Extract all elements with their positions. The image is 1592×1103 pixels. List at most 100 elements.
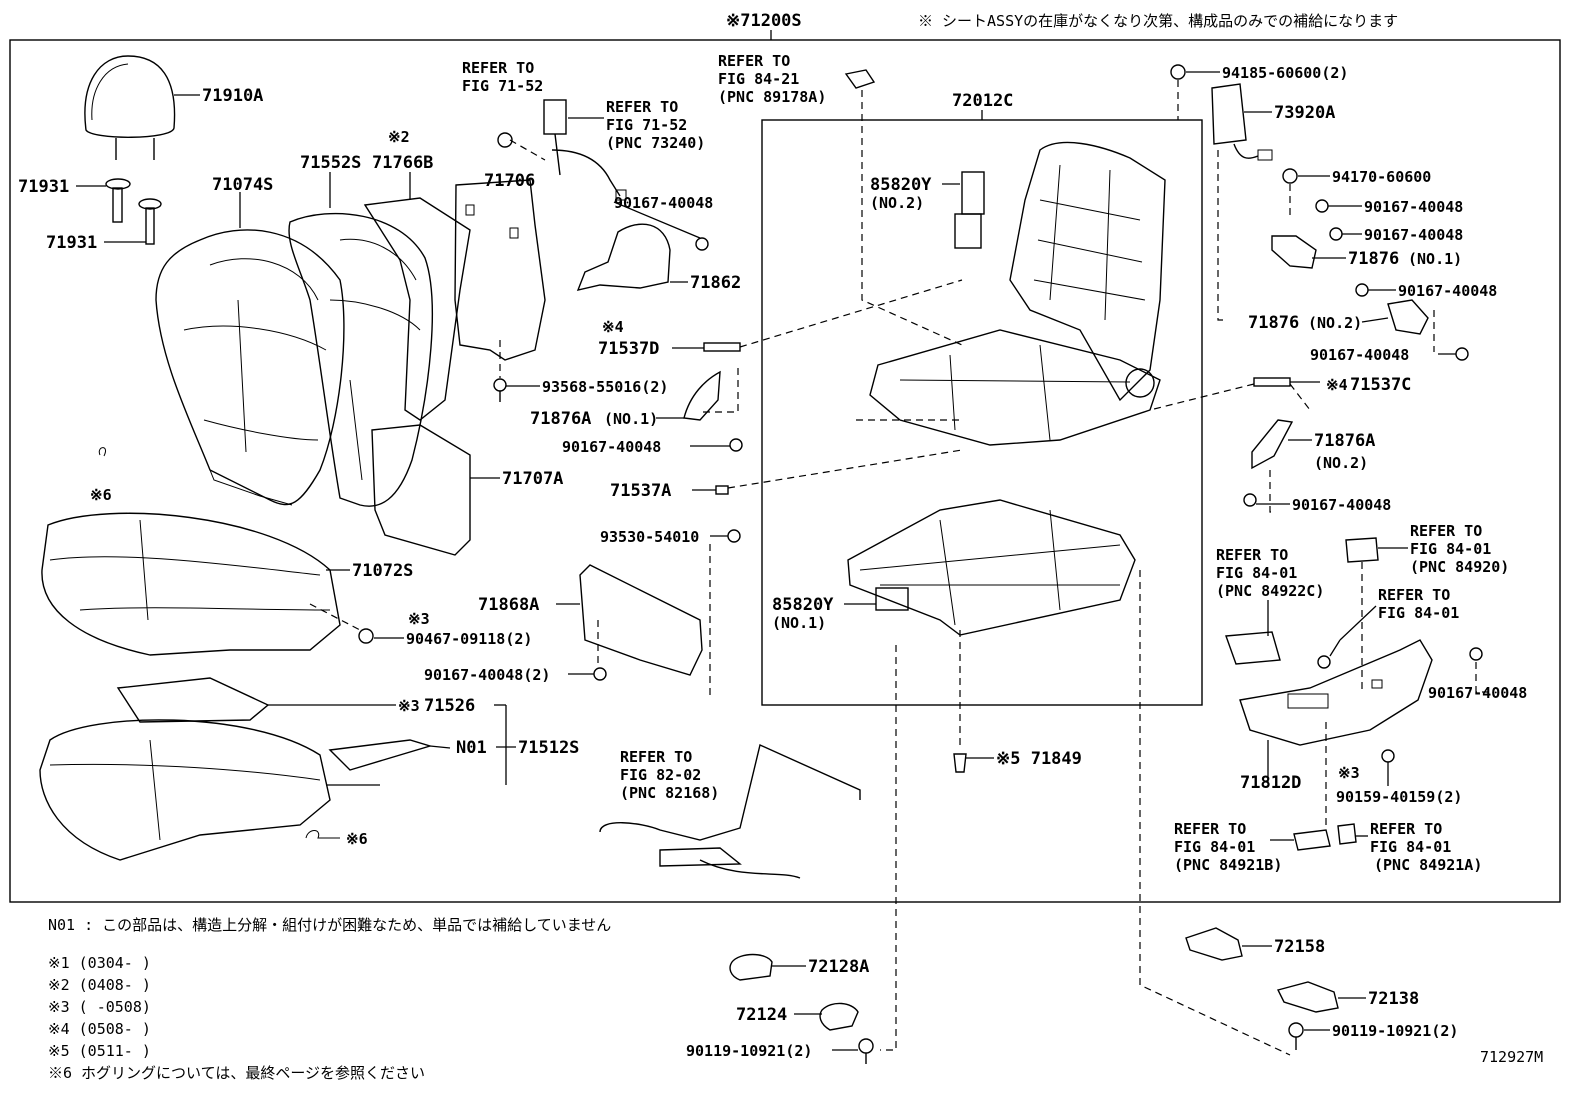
hog-ring-icon (305, 830, 340, 839)
label-93568: 93568-55016(2) (542, 378, 668, 396)
ref-84920-line2: FIG 84-01 (1410, 540, 1491, 558)
label-90167-40048-f: 90167-40048 (1310, 346, 1409, 364)
label-71707A: 71707A (502, 469, 563, 489)
label-71876A-2-sub: (NO.2) (1314, 454, 1368, 472)
figure-id: 712927M (1480, 1048, 1543, 1066)
cover-71537D-drawing (703, 342, 741, 352)
label-71537D: 71537D (598, 339, 659, 359)
label-90467-mark: ※3 (408, 610, 430, 628)
label-71537A: 71537A (610, 481, 671, 501)
label-72138: 72138 (1368, 989, 1419, 1009)
ref-84922C-line3: (PNC 84922C) (1216, 582, 1324, 600)
ref-84-21-line2: FIG 84-21 (718, 70, 799, 88)
ref-84920-line3: (PNC 84920) (1410, 558, 1509, 576)
seatback-cover-drawing (155, 229, 345, 506)
supply-note: ※ シートASSYの在庫がなくなり次第、構成品のみでの補給になります (918, 12, 1398, 30)
label-72124: 72124 (736, 1005, 787, 1025)
back-board-drawing (454, 179, 546, 361)
cover-72128A-drawing (729, 953, 773, 981)
grommet-drawing (497, 132, 513, 148)
headrest-support-drawing (105, 178, 162, 245)
ref-84920-line1: REFER TO (1410, 522, 1482, 540)
screw-drawing (1317, 655, 1331, 669)
label-72012C: 72012C (952, 91, 1013, 111)
label-85820Y-1: 85820Y (772, 595, 834, 615)
label-90167-40048-h: 90167-40048 (1428, 684, 1527, 702)
label-72128A: 72128A (808, 957, 869, 977)
bolt-drawing (1315, 199, 1329, 213)
bolt-drawing (1288, 1022, 1304, 1038)
label-71552S: 71552S (300, 153, 361, 173)
label-71526: 71526 (424, 696, 475, 716)
motor-2-drawing (954, 171, 985, 249)
bolt-drawing (858, 1038, 874, 1054)
label-90159-mark: ※3 (1338, 764, 1360, 782)
label-93530: 93530-54010 (600, 528, 699, 546)
label-71849: ※5 71849 (996, 749, 1082, 769)
label-71537D-mark: ※4 (602, 318, 624, 336)
cover-71876-1-drawing (1271, 235, 1317, 269)
label-71931-a: 71931 (18, 177, 69, 197)
note-mark3: ※3 ( -0508) (48, 998, 151, 1016)
ref-84-01-line2: FIG 84-01 (1378, 604, 1459, 622)
label-71812D: 71812D (1240, 773, 1301, 793)
bolt-drawing (1355, 283, 1369, 297)
motor-1-drawing (875, 587, 909, 611)
ref-84921A-line3: (PNC 84921A) (1374, 856, 1482, 874)
label-73920A: 73920A (1274, 103, 1335, 123)
screw-drawing (493, 378, 507, 392)
label-71074S: 71074S (212, 175, 273, 195)
bolt-drawing (695, 237, 709, 251)
ref-82-02-line1: REFER TO (620, 748, 692, 766)
ref-82-02-line3: (PNC 82168) (620, 784, 719, 802)
ref-82-02-line2: FIG 82-02 (620, 766, 701, 784)
label-71876-2-sub: (NO.2) (1308, 314, 1362, 332)
seat-heater-drawing (328, 739, 433, 771)
label-71868A: 71868A (478, 595, 539, 615)
label-94170: 94170-60600 (1332, 168, 1431, 186)
diagram-border (9, 39, 1561, 903)
label-71910A: 71910A (202, 86, 263, 106)
trim-71862-drawing (576, 223, 671, 291)
cover-71537A-drawing (715, 485, 729, 495)
cover-71876-2-drawing (1387, 299, 1429, 335)
label-71876-1-sub: (NO.1) (1408, 250, 1462, 268)
headrest-drawing (84, 55, 176, 160)
cover-71868A-drawing (579, 564, 703, 676)
label-mark6-b: ※6 (346, 830, 368, 848)
ref-71-52-a-line1: REFER TO (462, 59, 534, 77)
cover-71876A-1-drawing (683, 370, 721, 421)
screw-71849-drawing (953, 753, 967, 773)
label-71526-mark: ※3 (398, 697, 420, 715)
label-71072S: 71072S (352, 561, 413, 581)
bolt-drawing (1329, 227, 1343, 241)
ref-84922C-line1: REFER TO (1216, 546, 1288, 564)
seatback-pad-drawing (288, 212, 433, 507)
label-90167-40048-2: 90167-40048(2) (424, 666, 550, 684)
note-mark4: ※4 (0508- ) (48, 1020, 151, 1038)
seat-cushion-pad-drawing (39, 677, 331, 861)
ref-71-52-b-line1: REFER TO (606, 98, 678, 116)
ref-71-52-a-line2: FIG 71-52 (462, 77, 543, 95)
screw-drawing (1381, 749, 1395, 763)
seat-cushion-cover-drawing (41, 512, 341, 656)
label-N01: N01 (456, 738, 487, 758)
label-85820Y-1-sub: (NO.1) (772, 614, 826, 632)
seatback-board-drawing (363, 197, 471, 421)
note-mark6: ※6 ホグリングについては、最終ページを参照ください (48, 1064, 425, 1082)
knob-84921B-drawing (1293, 829, 1331, 851)
note-mark5: ※5 (0511- ) (48, 1042, 151, 1060)
ref-71-52-b-line3: (PNC 73240) (606, 134, 705, 152)
ref-84921B-line2: FIG 84-01 (1174, 838, 1255, 856)
label-72158: 72158 (1274, 937, 1325, 957)
bolt-drawing (1469, 647, 1483, 661)
label-85820Y-2: 85820Y (870, 175, 932, 195)
hog-ring-icon (98, 447, 106, 457)
seat-belt-buckle-drawing (543, 99, 627, 201)
label-71876-1: 71876 (1348, 249, 1399, 269)
bolt-drawing (1455, 347, 1469, 361)
screw-drawing (727, 529, 741, 543)
label-90167-40048-g: 90167-40048 (1292, 496, 1391, 514)
ref-84921B-line3: (PNC 84921B) (1174, 856, 1282, 874)
label-94185: 94185-60600(2) (1222, 64, 1348, 82)
